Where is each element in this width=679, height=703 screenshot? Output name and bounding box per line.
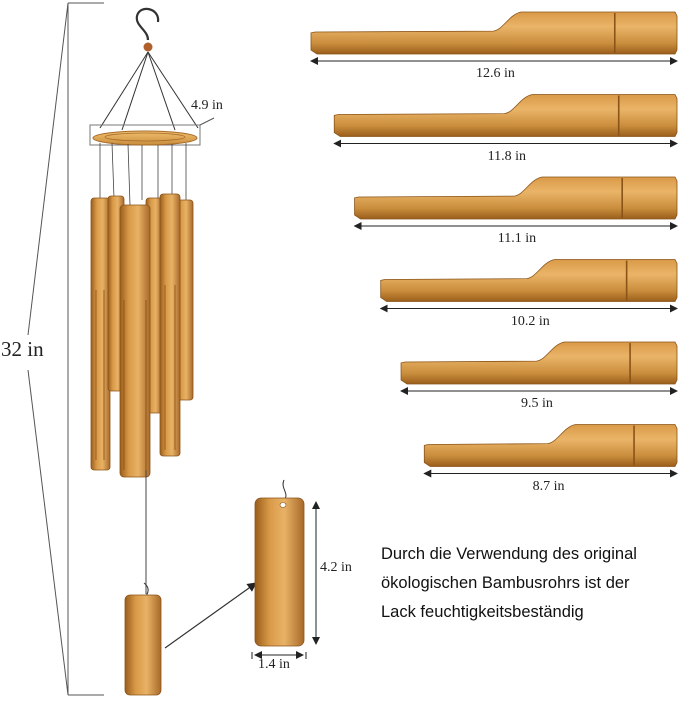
material-caption: Durch die Verwendung des original ökolog…	[381, 540, 677, 627]
bamboo-tube-shape	[400, 341, 678, 385]
striker-enlarged	[254, 479, 305, 647]
tube-item	[400, 341, 678, 395]
caption-line-3: Lack feuchtigkeitsbeständig	[381, 603, 584, 621]
caption-line-1: Durch die Verwendung des original	[381, 545, 637, 563]
tube-item	[423, 424, 678, 478]
bamboo-tube-shape	[333, 94, 678, 137]
tube-length-list	[310, 11, 678, 478]
ring-leader-line	[199, 117, 215, 126]
striker-small	[124, 582, 162, 696]
hanging-bamboo-tubes	[90, 193, 194, 478]
bamboo-tube-shape	[423, 424, 678, 467]
bamboo-tube-shape	[380, 259, 678, 302]
top-ring	[89, 124, 201, 146]
ring-diameter-label: 4.9 in	[191, 98, 223, 113]
hanging-hook-icon	[135, 7, 160, 52]
bamboo-tube-shape	[354, 176, 678, 220]
total-length-label: 32 in	[1, 337, 44, 361]
tube-strings	[99, 142, 187, 206]
total-height-dimension	[27, 2, 104, 696]
tube-item	[310, 11, 678, 65]
striker-width-label: 1.4 in	[258, 657, 290, 672]
suspension-cords	[99, 51, 199, 131]
striker-height-label: 4.2 in	[320, 560, 352, 575]
tube-length-label: 11.8 in	[487, 148, 526, 164]
caption-line-2: ökologischen Bambusrohrs ist der	[381, 574, 630, 592]
striker-width-dimension	[251, 651, 307, 659]
tube-item	[333, 94, 678, 148]
tube-item	[379, 259, 678, 313]
tube-length-label: 12.6 in	[476, 66, 515, 81]
tube-item	[353, 176, 678, 230]
bamboo-tube-shape	[310, 11, 678, 55]
tube-length-label: 8.7 in	[532, 478, 565, 494]
tube-length-label: 10.2 in	[510, 313, 550, 329]
zoom-arrow	[164, 582, 257, 649]
tube-length-label: 9.5 in	[521, 396, 553, 411]
tube-length-label: 11.1 in	[497, 231, 537, 246]
